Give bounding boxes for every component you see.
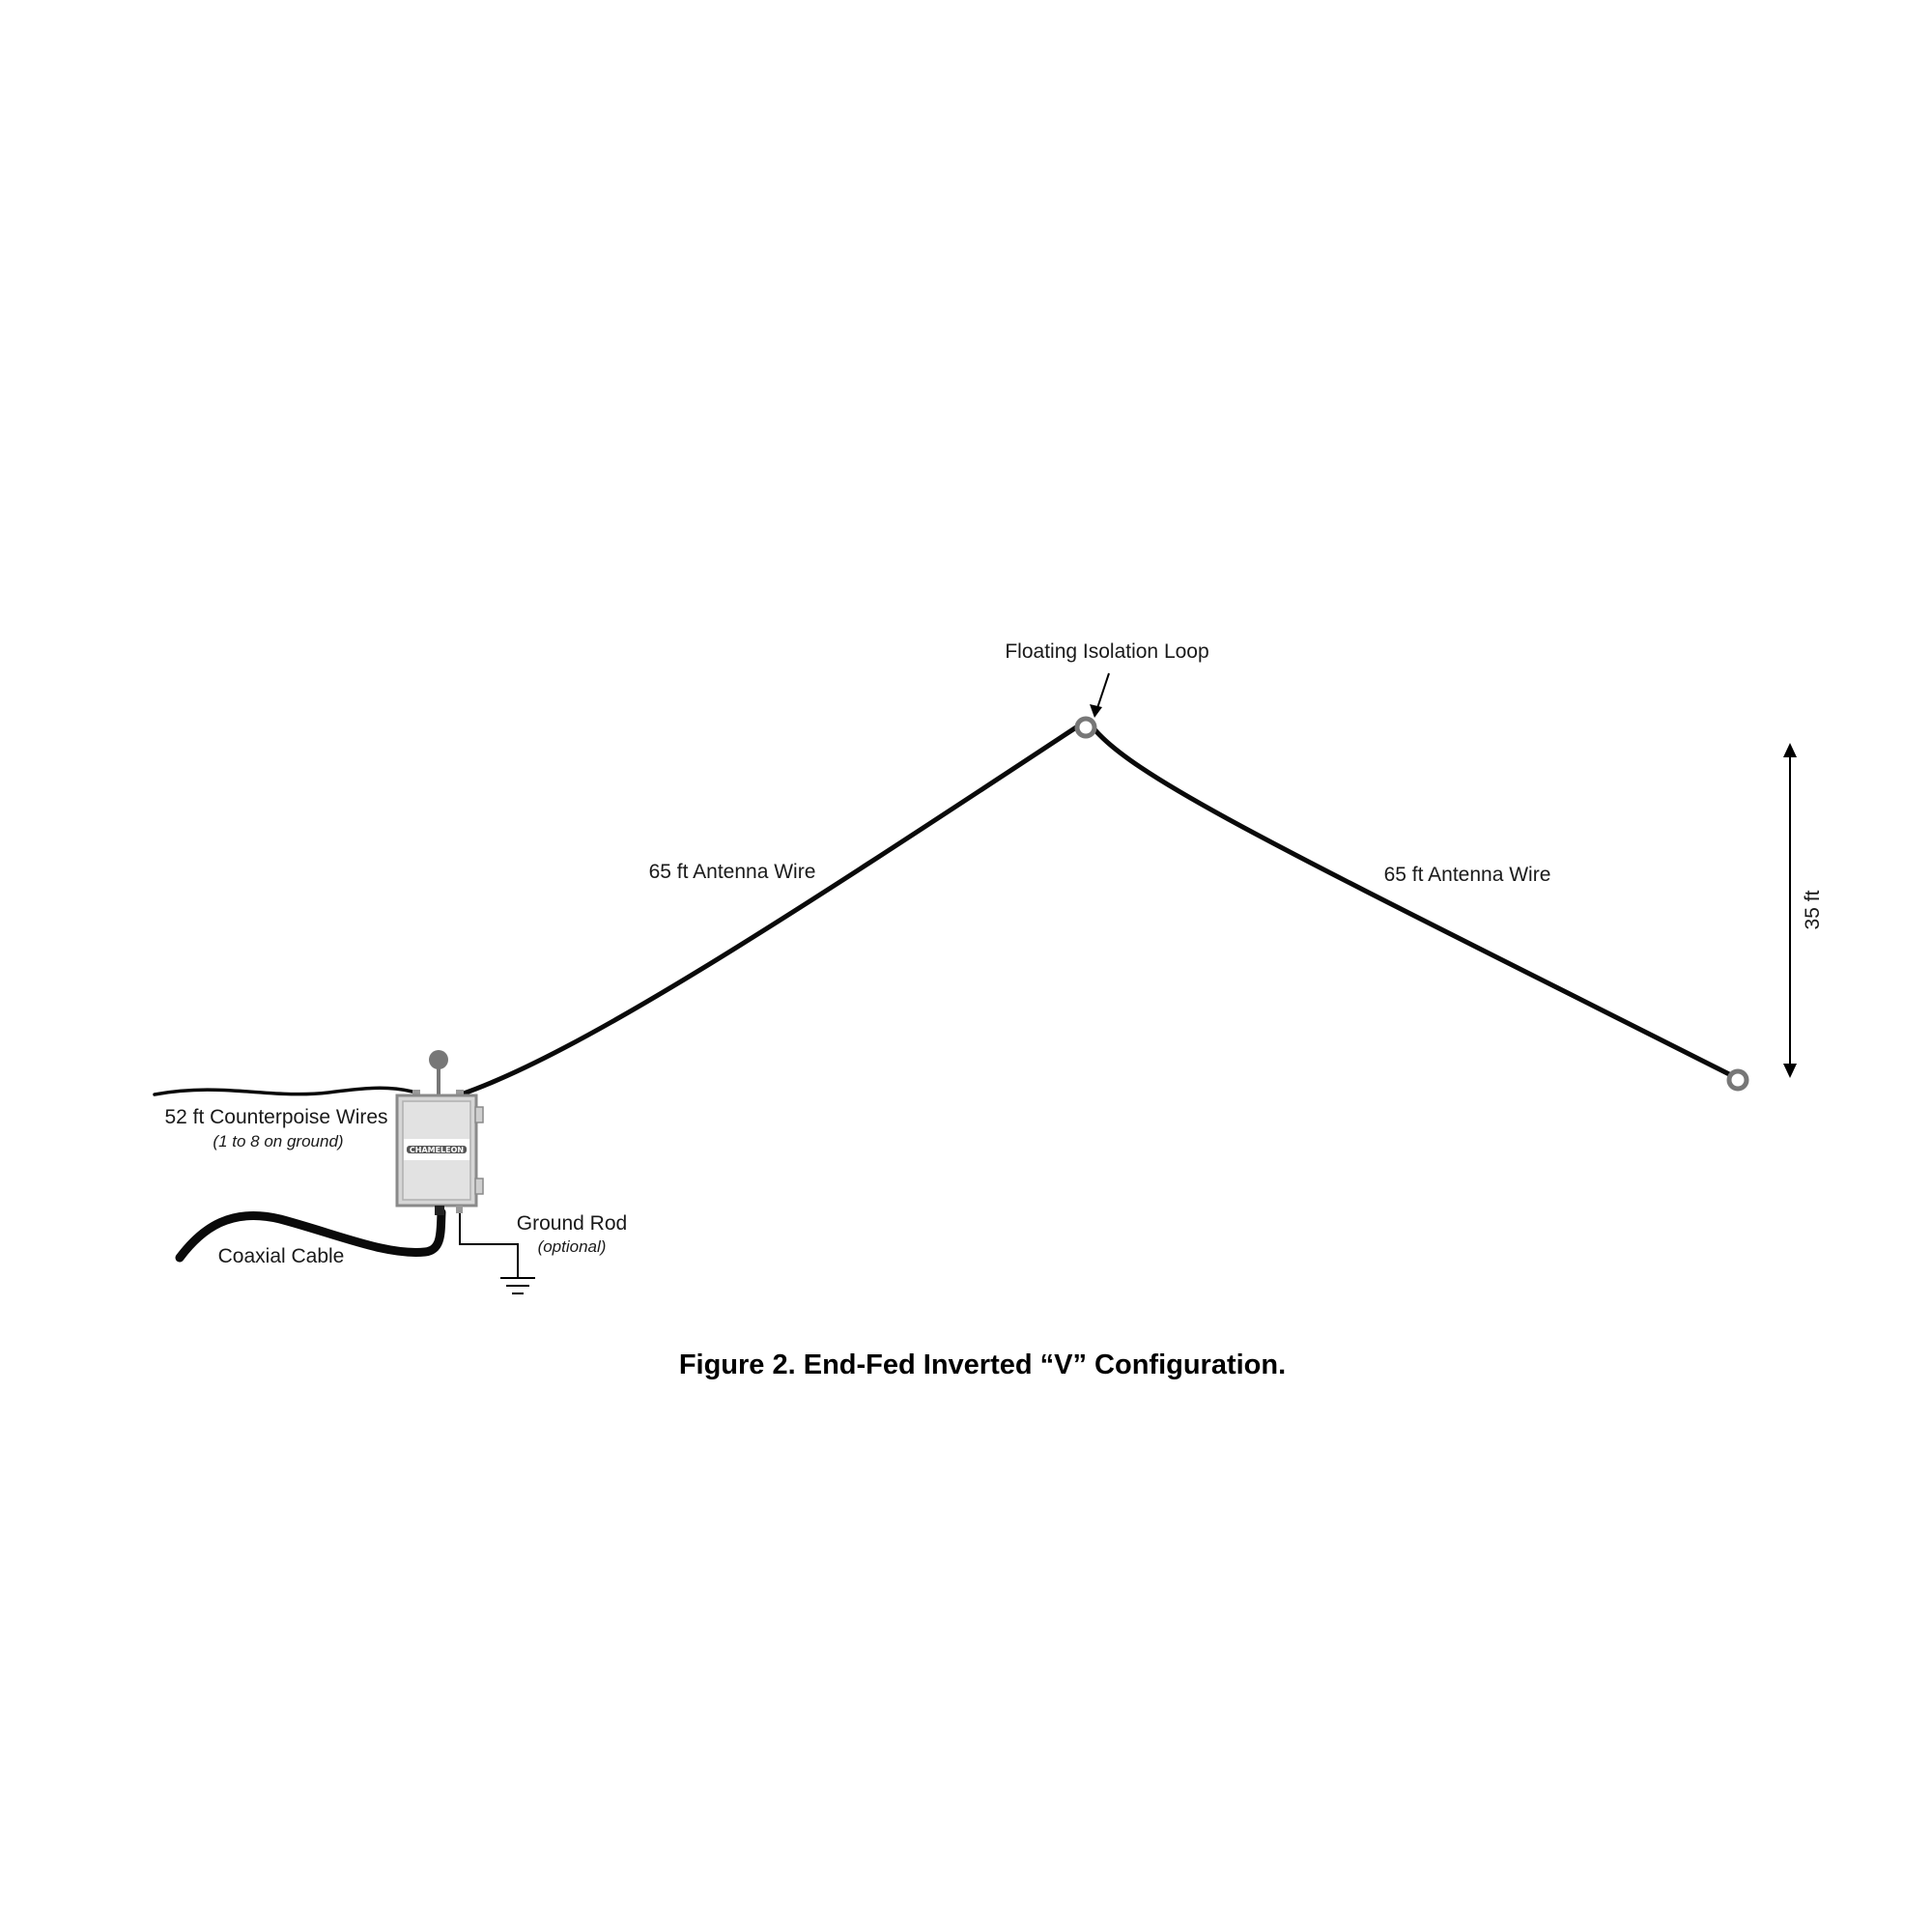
isolation-loop-icon [1074,716,1097,739]
ground-wire [459,1213,519,1277]
height-label: 35 ft [1802,890,1824,929]
box-top-connector-left [412,1090,420,1096]
figure-caption: Figure 2. End-Fed Inverted “V” Configura… [679,1350,1286,1380]
coaxial-cable [175,1208,446,1263]
end-insulator-icon [1726,1068,1749,1092]
coax-connector-icon [435,1206,444,1215]
antenna-wire-right-label: 65 ft Antenna Wire [1384,864,1551,886]
counterpoise-note: (1 to 8 on ground) [213,1132,343,1151]
box-top-connector-right [456,1090,464,1096]
box-terminal-knob-icon [429,1050,448,1069]
ground-rod-label: Ground Rod [517,1212,627,1235]
matching-unit-box: CHAMELEON [395,1094,484,1208]
ground-connector-icon [456,1206,463,1213]
antenna-wire-right [1092,726,1732,1077]
height-arrow-down-icon [1783,1064,1797,1078]
counterpoise-label: 52 ft Counterpoise Wires [164,1106,387,1128]
isolation-loop-arrowhead [1090,704,1102,718]
isolation-loop-label: Floating Isolation Loop [1005,640,1208,663]
antenna-wire-left-label: 65 ft Antenna Wire [649,861,816,883]
ground-symbol-icon [500,1277,535,1294]
ground-rod-note: (optional) [538,1237,607,1256]
counterpoise-wire [153,1086,414,1096]
box-logo-text: CHAMELEON [410,1146,464,1154]
isolation-loop-pointer [1096,672,1110,709]
antenna-wire-left [458,724,1079,1097]
height-arrow-up-icon [1783,743,1797,757]
coax-label: Coaxial Cable [218,1245,345,1267]
